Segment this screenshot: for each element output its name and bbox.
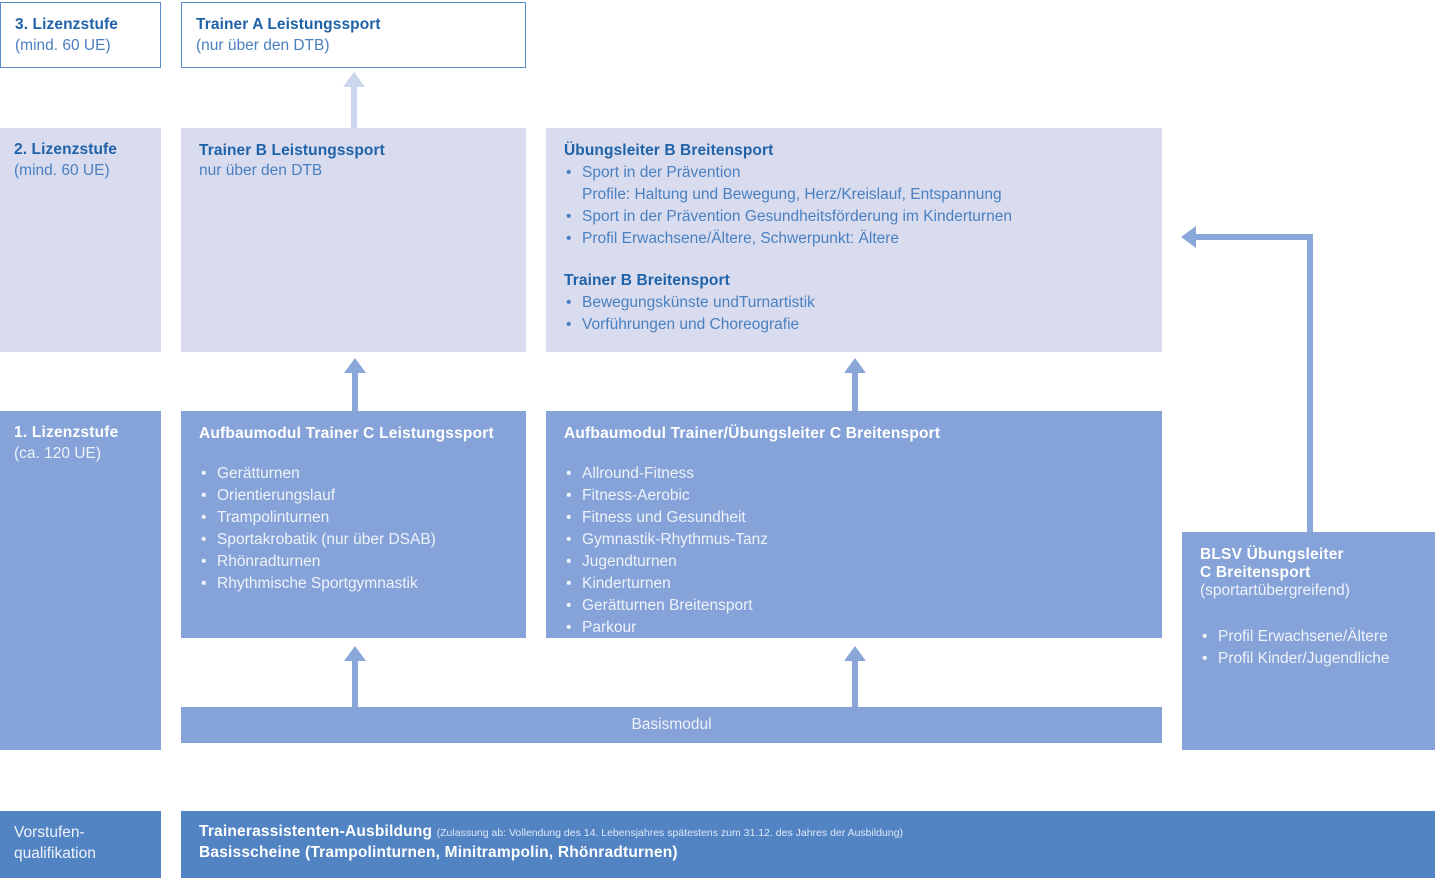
vorstufe-line1: Vorstufen-	[14, 824, 85, 841]
list-item: Sport in der Prävention Gesundheitsförde…	[564, 206, 1144, 228]
level-1-subtitle: (ca. 120 UE)	[14, 444, 102, 462]
arrow-shaft	[852, 372, 858, 411]
level-3-subtitle: (mind. 60 UE)	[15, 36, 111, 54]
level-label-1: 1. Lizenzstufe (ca. 120 UE)	[0, 411, 161, 750]
list-item: Fitness und Gesundheit	[564, 507, 1144, 529]
card-trainer-a[interactable]: Trainer A Leistungssport (nur über den D…	[181, 2, 526, 68]
level-label-2: 2. Lizenzstufe (mind. 60 UE)	[0, 128, 161, 352]
aufbau-breiten-list: Allround-Fitness Fitness-Aerobic Fitness…	[564, 463, 1144, 639]
card-vorstufenqualifikation[interactable]: Trainerassistenten-Ausbildung (Zulassung…	[181, 811, 1435, 878]
vorstufe-line2: qualifikation	[14, 844, 96, 862]
card-aufbaumodul-trainer-uebungsleiter-c-breitensport[interactable]: Aufbaumodul Trainer/Übungsleiter C Breit…	[546, 411, 1162, 639]
list-item: Bewegungskünste undTurnartistik	[564, 292, 1144, 314]
arrow-shaft	[352, 372, 358, 411]
arrow-head-up-icon	[343, 72, 365, 87]
level-label-3: 3. Lizenzstufe (mind. 60 UE)	[0, 2, 161, 68]
trainer-a-subtitle: (nur über den DTB)	[196, 36, 330, 54]
list-item: Gerätturnen Breitensport	[564, 595, 1144, 617]
list-item: Rhönradturnen	[199, 551, 508, 573]
arrow-head-up-icon	[344, 358, 366, 373]
list-item: Jugendturnen	[564, 551, 1144, 573]
card-uebungsleiter-b-and-trainer-b-breitensport[interactable]: Übungsleiter B Breitensport Sport in der…	[546, 128, 1162, 352]
basismodul-label: Basismodul	[631, 716, 712, 733]
aufbau-leistung-list: Gerätturnen Orientierungslauf Trampolint…	[199, 463, 508, 595]
list-item: Rhythmische Sportgymnastik	[199, 573, 508, 595]
list-item: Vorführungen und Choreografie	[564, 314, 1144, 336]
arrow-shaft-horizontal	[1196, 234, 1313, 240]
arrow-shaft	[852, 660, 858, 708]
arrow-head-left-icon	[1181, 226, 1196, 248]
level-3-title: 3. Lizenzstufe	[15, 16, 119, 33]
arrow-shaft	[351, 85, 357, 128]
trainer-b-leistung-subtitle: nur über den DTB	[199, 162, 323, 179]
list-item: Gerätturnen	[199, 463, 508, 485]
list-item: Parkour	[564, 617, 1144, 639]
card-basismodul[interactable]: Basismodul	[181, 707, 1162, 743]
blsv-list: Profil Erwachsene/Ältere Profil Kinder/J…	[1200, 626, 1417, 670]
card-trainer-b-leistungssport[interactable]: Trainer B Leistungssport nur über den DT…	[181, 128, 526, 352]
blsv-title-line1: BLSV Übungsleiter	[1200, 546, 1344, 563]
trainerassistenten-label: Trainerassistenten-Ausbildung	[199, 823, 433, 840]
basisscheine-label: Basisscheine (Trampolinturnen, Minitramp…	[199, 844, 678, 861]
arrow-head-up-icon	[844, 646, 866, 661]
trainer-b-leistung-title: Trainer B Leistungssport	[199, 142, 385, 159]
arrow-shaft	[352, 660, 358, 708]
uebungsleiter-b-list: Sport in der Prävention Profile: Haltung…	[564, 162, 1144, 250]
list-item: Kinderturnen	[564, 573, 1144, 595]
list-item: Profil Erwachsene/Ältere, Schwerpunkt: Ä…	[564, 228, 1144, 250]
arrow-shaft-vertical	[1307, 234, 1313, 532]
trainer-b-breiten-list: Bewegungskünste undTurnartistik Vorführu…	[564, 292, 1144, 336]
list-item: Sportakrobatik (nur über DSAB)	[199, 529, 508, 551]
blsv-subtitle: (sportartübergreifend)	[1200, 582, 1350, 599]
trainerassistenten-note: (Zulassung ab: Vollendung des 14. Lebens…	[436, 827, 904, 839]
level-2-subtitle: (mind. 60 UE)	[14, 161, 110, 179]
level-label-vorstufe: Vorstufen- qualifikation	[0, 811, 161, 878]
card-aufbaumodul-trainer-c-leistungssport[interactable]: Aufbaumodul Trainer C Leistungssport Ger…	[181, 411, 526, 638]
uebungsleiter-b-title: Übungsleiter B Breitensport	[564, 142, 774, 159]
arrow-head-up-icon	[844, 358, 866, 373]
list-item: Sport in der Prävention	[564, 162, 1144, 184]
blsv-title-line2: C Breitensport	[1200, 564, 1311, 581]
arrow-head-up-icon	[344, 646, 366, 661]
level-1-title: 1. Lizenzstufe	[14, 424, 119, 441]
list-item: Trampolinturnen	[199, 507, 508, 529]
aufbau-breiten-title: Aufbaumodul Trainer/Übungsleiter C Breit…	[564, 425, 941, 442]
card-blsv-uebungsleiter-c-breitensport[interactable]: BLSV Übungsleiter C Breitensport (sporta…	[1182, 532, 1435, 750]
trainer-a-title: Trainer A Leistungssport	[196, 16, 381, 33]
list-item: Orientierungslauf	[199, 485, 508, 507]
list-item: Profil Erwachsene/Ältere	[1200, 626, 1417, 648]
list-item: Profil Kinder/Jugendliche	[1200, 648, 1417, 670]
list-item: Allround-Fitness	[564, 463, 1144, 485]
list-item: Gymnastik-Rhythmus-Tanz	[564, 529, 1144, 551]
vorstufe-line-1: Trainerassistenten-Ausbildung (Zulassung…	[199, 823, 1417, 841]
list-item: Profile: Haltung und Bewegung, Herz/Krei…	[582, 186, 1002, 203]
level-2-title: 2. Lizenzstufe	[14, 141, 118, 158]
aufbau-leistung-title: Aufbaumodul Trainer C Leistungssport	[199, 425, 494, 442]
trainer-b-breiten-title: Trainer B Breitensport	[564, 272, 730, 289]
list-item: Fitness-Aerobic	[564, 485, 1144, 507]
